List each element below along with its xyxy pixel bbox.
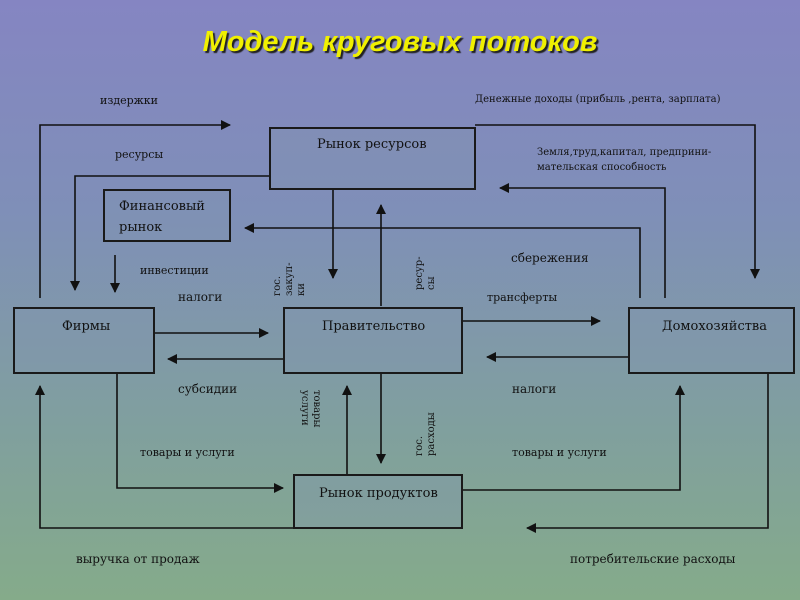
gov-purchases-line-2: закуп- <box>284 262 295 296</box>
resource-market-label: Рынок ресурсов <box>317 137 427 152</box>
page-title: Модель круговых потоков <box>202 26 598 58</box>
product-market-box: Рынок продуктов <box>293 474 463 529</box>
taxes-households-label: налоги <box>512 382 557 396</box>
firms-label: Фирмы <box>62 319 111 334</box>
resources-to-firms-arrow <box>70 175 270 291</box>
resources-vertical-line-1: ресур- <box>414 256 425 290</box>
investment-label: инвестиции <box>140 264 209 277</box>
product-market-label: Рынок продуктов <box>319 486 438 501</box>
subsidies-label: субсидии <box>178 382 238 396</box>
resource-market-box: Рынок ресурсов <box>269 127 476 190</box>
money-income-label: Денежные доходы (прибыль ,рента, зарплат… <box>475 94 721 105</box>
factors-label-1: Земля,труд,капитал, предприни- <box>537 147 712 158</box>
sales-revenue-label: выручка от продаж <box>76 552 200 566</box>
gov-purchases-line-3: ки <box>296 283 307 296</box>
income-arrow <box>475 124 760 279</box>
goods-services-firms-label: товары и услуги <box>140 446 235 459</box>
financial-market-box: Финансовый рынок <box>103 189 231 242</box>
gov-services-label: товары услуги <box>298 390 322 428</box>
gov-services-line-1: товары <box>311 390 322 428</box>
households-box: Домохозяйства <box>628 307 795 374</box>
costs-arrow <box>39 120 231 298</box>
goods-households-arrow <box>463 385 685 491</box>
consumer-spending-label: потребительские расходы <box>570 552 736 566</box>
gov-spending-line-2: расходы <box>426 412 437 456</box>
consumer-spending-arrow <box>526 374 769 533</box>
households-label: Домохозяйства <box>662 319 767 334</box>
costs-label: издержки <box>100 94 158 107</box>
transfers-label: трансферты <box>487 291 558 304</box>
gov-purchases-line-1: гос. <box>272 275 283 296</box>
gov-services-line-2: услуги <box>299 390 310 426</box>
gov-spending-label: гос. расходы <box>414 412 438 456</box>
factors-arrow <box>499 183 666 298</box>
sales-revenue-arrow <box>35 385 293 529</box>
firms-box: Фирмы <box>13 307 155 374</box>
financial-market-label-2: рынок <box>119 220 163 235</box>
goods-firms-arrow <box>116 374 284 493</box>
goods-services-households-label: товары и услуги <box>512 446 607 459</box>
savings-label: сбережения <box>511 251 589 265</box>
financial-market-label-1: Финансовый <box>119 199 205 214</box>
resources-label: ресурсы <box>115 148 164 161</box>
government-label: Правительство <box>322 319 426 334</box>
taxes-firms-label: налоги <box>178 290 223 304</box>
gov-spending-line-1: гос. <box>414 435 425 456</box>
savings-arrow <box>244 223 641 298</box>
gov-purchases-label: гос. закуп- ки <box>272 262 308 296</box>
resources-vertical-label: ресур- сы <box>414 256 438 290</box>
factors-label-2: мательская способность <box>537 162 667 173</box>
government-box: Правительство <box>283 307 463 374</box>
resources-vertical-line-2: сы <box>426 276 437 290</box>
